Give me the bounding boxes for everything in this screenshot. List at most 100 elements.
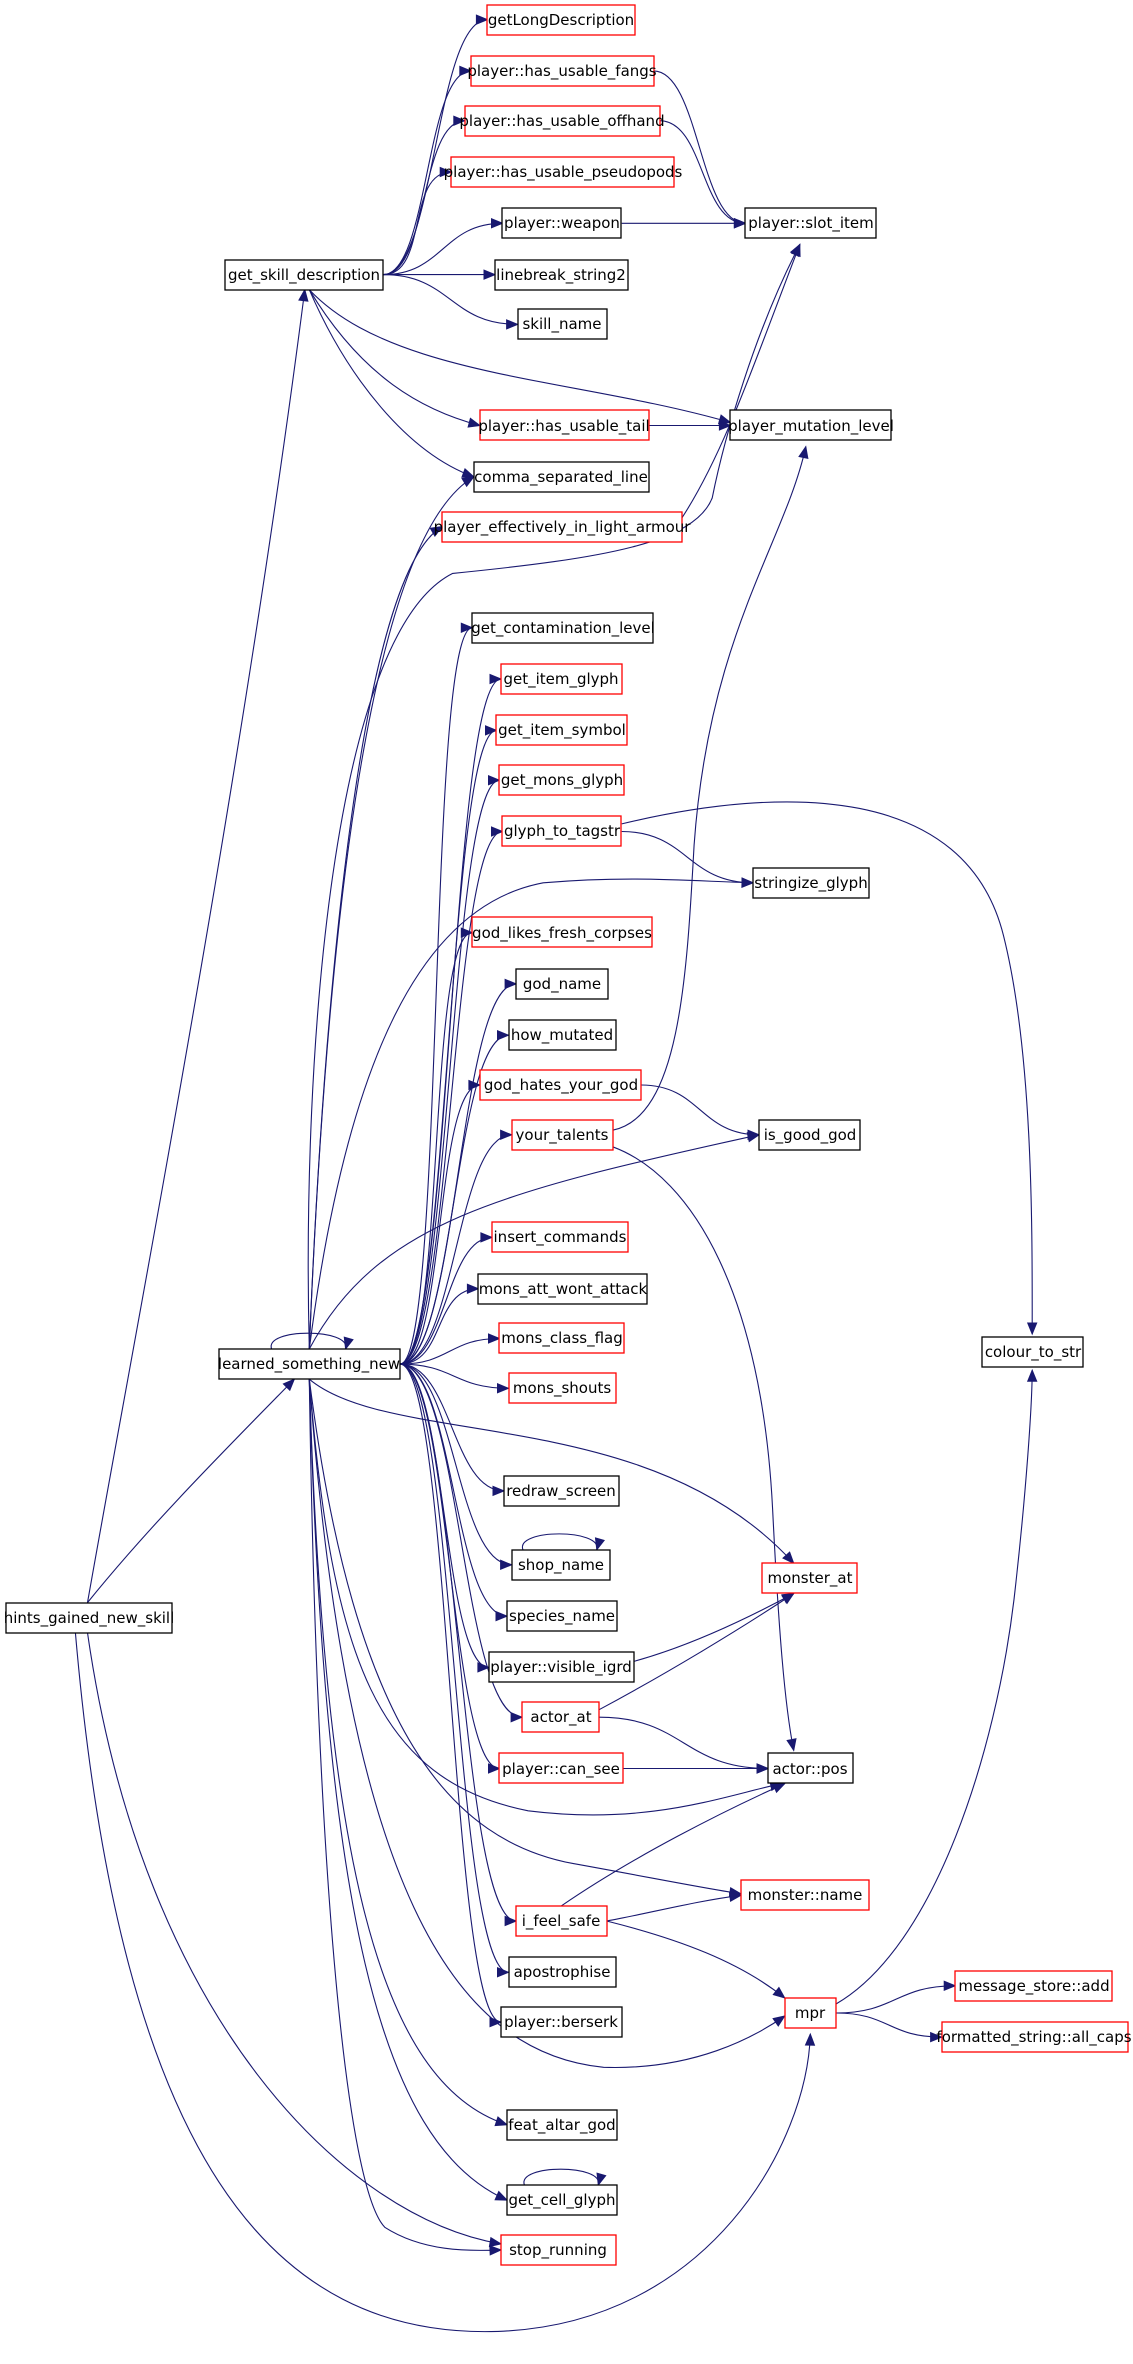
arrowhead-learned_something_new-to-player_effectively_in_light_armour xyxy=(429,525,444,537)
node-player_effectively_in_light_armour[interactable]: player_effectively_in_light_armour xyxy=(434,511,692,543)
node-is_good_god[interactable]: is_good_god xyxy=(758,1119,861,1151)
node-box-has_usable_offhand xyxy=(464,105,661,137)
node-box-monster_name xyxy=(740,1879,870,1911)
node-has_usable_offhand[interactable]: player::has_usable_offhand xyxy=(459,105,665,137)
node-box-formatted_string_all_caps xyxy=(941,2021,1129,2053)
node-box-get_mons_glyph xyxy=(498,764,625,796)
arrowhead-learned_something_new-to-learned_something_new xyxy=(343,1336,354,1351)
edge-mpr-to-colour_to_str xyxy=(835,1370,1033,2005)
node-god_name[interactable]: god_name xyxy=(515,968,609,1000)
node-i_feel_safe[interactable]: i_feel_safe xyxy=(515,1905,608,1937)
node-species_name[interactable]: species_name xyxy=(506,1600,618,1632)
node-how_mutated[interactable]: how_mutated xyxy=(508,1019,617,1051)
node-box-message_store_add xyxy=(954,1970,1113,2002)
edge-i_feel_safe-to-actor_pos xyxy=(560,1783,785,1907)
node-has_usable_pseudopods[interactable]: player::has_usable_pseudopods xyxy=(444,156,683,188)
node-player_can_see[interactable]: player::can_see xyxy=(498,1752,624,1784)
node-mons_class_flag[interactable]: mons_class_flag xyxy=(498,1322,625,1354)
edge-learned_something_new-to-actor_pos xyxy=(308,1379,782,1816)
edge-learned_something_new-to-get_contamination_level xyxy=(399,627,473,1365)
node-glyph_to_tagstr[interactable]: glyph_to_tagstr xyxy=(501,815,622,847)
node-label-skill_name: skill_name xyxy=(522,315,601,334)
node-has_usable_tail[interactable]: player::has_usable_tail xyxy=(478,409,650,441)
node-player_weapon[interactable]: player::weapon xyxy=(501,207,622,239)
node-hints_gained_new_skill[interactable]: hints_gained_new_skill xyxy=(4,1602,175,1634)
node-box-has_usable_tail xyxy=(479,409,650,441)
arrowhead-learned_something_new-to-shop_name xyxy=(500,1559,513,1571)
node-get_skill_description[interactable]: get_skill_description xyxy=(224,259,384,291)
node-box-get_contamination_level xyxy=(471,612,654,644)
edge-has_usable_fangs-to-slot_item xyxy=(653,70,746,224)
node-actor_at[interactable]: actor_at xyxy=(521,1701,600,1733)
node-box-player_berserk xyxy=(500,2006,623,2038)
node-insert_commands[interactable]: insert_commands xyxy=(491,1221,629,1253)
edge-god_hates_your_god-to-is_good_god xyxy=(641,1084,760,1136)
node-formatted_string_all_caps[interactable]: formatted_string::all_caps xyxy=(936,2021,1132,2053)
node-stringize_glyph[interactable]: stringize_glyph xyxy=(752,867,870,899)
node-comma_separated_line[interactable]: comma_separated_line xyxy=(473,461,650,493)
edge-learned_something_new-to-monster_name xyxy=(308,1379,741,1895)
node-monster_name[interactable]: monster::name xyxy=(740,1879,870,1911)
edge-learned_something_new-to-god_likes_fresh_corpses xyxy=(399,932,473,1365)
node-monster_at[interactable]: monster_at xyxy=(761,1562,858,1594)
node-box-slot_item xyxy=(744,207,877,239)
node-box-player_mutation_level xyxy=(729,409,892,441)
node-box-stop_running xyxy=(500,2234,617,2266)
node-box-hints_gained_new_skill xyxy=(5,1602,173,1634)
edge-learned_something_new-to-comma_separated_line xyxy=(308,476,475,1350)
node-shop_name[interactable]: shop_name xyxy=(511,1549,611,1581)
node-label-mons_att_wont_attack: mons_att_wont_attack xyxy=(479,1280,648,1299)
node-mpr[interactable]: mpr xyxy=(784,1997,837,2029)
node-stop_running[interactable]: stop_running xyxy=(500,2234,617,2266)
node-slot_item[interactable]: player::slot_item xyxy=(744,207,877,239)
edge-learned_something_new-to-player_berserk xyxy=(399,1363,502,2023)
node-apostrophise[interactable]: apostrophise xyxy=(508,1956,617,1988)
node-get_mons_glyph[interactable]: get_mons_glyph xyxy=(498,764,625,796)
node-colour_to_str[interactable]: colour_to_str xyxy=(981,1336,1084,1368)
node-box-is_good_god xyxy=(758,1119,861,1151)
node-label-shop_name: shop_name xyxy=(518,1556,604,1575)
node-label-slot_item: player::slot_item xyxy=(748,214,873,233)
node-god_likes_fresh_corpses[interactable]: god_likes_fresh_corpses xyxy=(471,916,653,948)
node-linebreak_string2[interactable]: linebreak_string2 xyxy=(494,259,629,291)
arrowhead-learned_something_new-to-your_talents xyxy=(500,1129,513,1141)
node-getLongDescription[interactable]: getLongDescription xyxy=(486,4,636,36)
node-get_item_symbol[interactable]: get_item_symbol xyxy=(495,714,628,746)
arrowhead-i_feel_safe-to-actor_pos xyxy=(772,1783,786,1794)
node-player_mutation_level[interactable]: player_mutation_level xyxy=(728,409,894,441)
edge-actor_at-to-monster_at xyxy=(598,1593,795,1711)
node-feat_altar_god[interactable]: feat_altar_god xyxy=(506,2109,618,2141)
node-label-god_name: god_name xyxy=(523,975,601,994)
edge-hints_gained_new_skill-to-learned_something_new xyxy=(87,1378,295,1603)
node-mons_att_wont_attack[interactable]: mons_att_wont_attack xyxy=(477,1273,648,1305)
node-has_usable_fangs[interactable]: player::has_usable_fangs xyxy=(467,55,657,87)
node-learned_something_new[interactable]: learned_something_new xyxy=(218,1348,401,1380)
call-edges xyxy=(74,14,1038,2333)
node-actor_pos[interactable]: actor::pos xyxy=(767,1752,854,1784)
node-redraw_screen[interactable]: redraw_screen xyxy=(503,1475,620,1507)
arrowhead-shop_name-to-shop_name xyxy=(594,1537,605,1551)
node-get_item_glyph[interactable]: get_item_glyph xyxy=(500,663,623,695)
node-skill_name[interactable]: skill_name xyxy=(517,308,608,340)
edge-i_feel_safe-to-monster_name xyxy=(606,1894,741,1922)
arrowhead-get_skill_description-to-has_usable_fangs xyxy=(459,65,473,77)
node-visible_igrd[interactable]: player::visible_igrd xyxy=(488,1651,635,1683)
node-box-god_likes_fresh_corpses xyxy=(471,916,653,948)
node-player_berserk[interactable]: player::berserk xyxy=(500,2006,623,2038)
node-box-player_can_see xyxy=(498,1752,624,1784)
node-box-monster_at xyxy=(761,1562,858,1594)
node-god_hates_your_god[interactable]: god_hates_your_god xyxy=(479,1069,642,1101)
node-label-linebreak_string2: linebreak_string2 xyxy=(496,266,626,285)
node-get_cell_glyph[interactable]: get_cell_glyph xyxy=(506,2184,618,2216)
node-label-i_feel_safe: i_feel_safe xyxy=(522,1912,601,1931)
node-box-god_hates_your_god xyxy=(479,1069,642,1101)
node-mons_shouts[interactable]: mons_shouts xyxy=(508,1372,617,1404)
node-label-insert_commands: insert_commands xyxy=(494,1228,627,1247)
arrowhead-learned_something_new-to-get_contamination_level xyxy=(460,622,474,633)
node-message_store_add[interactable]: message_store::add xyxy=(954,1970,1113,2002)
node-your_talents[interactable]: your_talents xyxy=(511,1119,614,1151)
node-box-getLongDescription xyxy=(486,4,636,36)
node-get_contamination_level[interactable]: get_contamination_level xyxy=(471,612,655,644)
edge-your_talents-to-actor_pos xyxy=(612,1146,795,1751)
